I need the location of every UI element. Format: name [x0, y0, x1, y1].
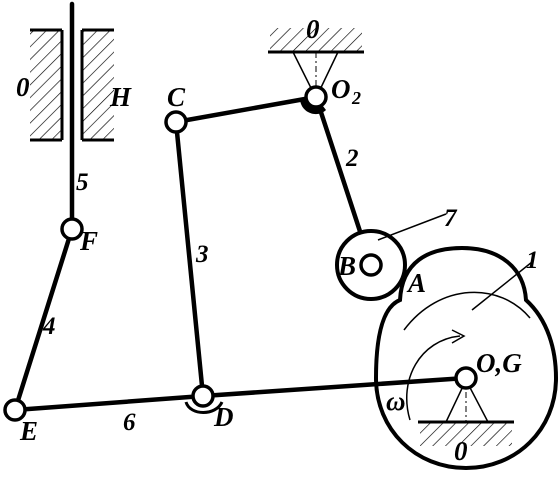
link-number-3: 3 — [195, 241, 209, 268]
link-c-o2 — [173, 94, 319, 125]
label-h: H — [109, 82, 132, 112]
label-a: A — [406, 268, 426, 298]
omega-arrowhead-icon — [451, 329, 466, 344]
label-d: D — [213, 402, 234, 432]
link-number-4: 4 — [42, 313, 56, 340]
joint-c — [164, 110, 188, 134]
label-b: B — [337, 251, 356, 281]
link-3 — [173, 119, 206, 399]
slider-guide-left — [30, 28, 114, 142]
label-f: F — [79, 226, 98, 256]
label-c: C — [167, 82, 186, 112]
label-ground-bottom: 0 — [454, 436, 468, 466]
link-4 — [12, 226, 75, 413]
link-number-2: 2 — [345, 145, 359, 172]
link-6-e-to-d — [12, 393, 206, 413]
link-number-6: 6 — [123, 409, 136, 436]
joint-b — [359, 253, 383, 277]
label-og: O,G — [476, 348, 522, 378]
cam-link-1 — [373, 245, 559, 471]
link-number-1: 1 — [526, 247, 539, 274]
joint-d-cup — [184, 401, 224, 414]
joint-e — [3, 398, 27, 422]
label-o2-subscript: 2 — [351, 88, 361, 108]
joint-og — [454, 366, 478, 390]
label-o2: O — [331, 74, 351, 104]
label-omega: ω — [386, 386, 406, 416]
joint-d — [191, 384, 215, 408]
joint-o2 — [304, 85, 328, 109]
joint-f — [60, 217, 84, 241]
leader-line-7 — [377, 213, 447, 241]
link-number-7: 7 — [444, 205, 458, 232]
label-ground-left: 0 — [16, 72, 30, 102]
label-e: E — [19, 416, 38, 446]
link-number-5: 5 — [76, 169, 89, 196]
label-ground-top: 0 — [306, 14, 320, 44]
omega-arrow-icon — [406, 335, 461, 421]
link-6-d-to-og — [200, 375, 469, 399]
leader-line-1 — [471, 261, 533, 311]
ground-support-bottom — [418, 378, 514, 446]
